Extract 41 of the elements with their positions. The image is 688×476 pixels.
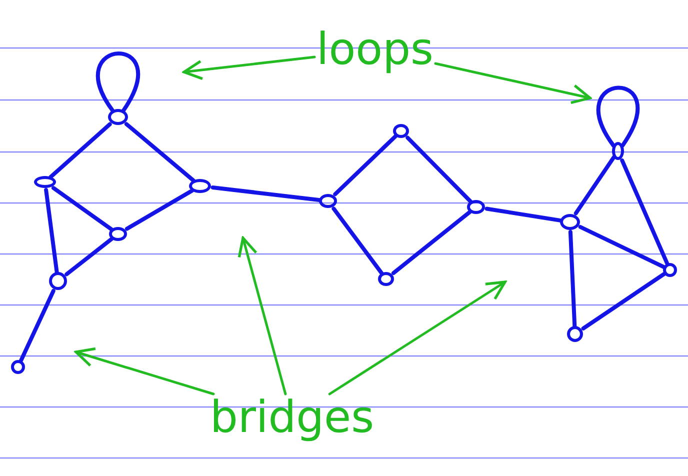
graph-edge (52, 186, 114, 232)
annotation-word: bridges (210, 396, 374, 440)
vertex-circle (49, 272, 67, 290)
graph-edge (574, 155, 616, 216)
leader-arrow (328, 280, 506, 396)
graph-edge (124, 188, 194, 231)
vertex-circle (560, 214, 580, 230)
leader-arrow (434, 62, 592, 104)
leader-arrow (182, 56, 316, 80)
vertex-circle (108, 109, 128, 125)
vertex-circle (319, 194, 337, 208)
annotation-word: loops (316, 28, 434, 72)
vertex-circle (612, 142, 624, 160)
graph-edge (44, 188, 59, 274)
graph-edge (406, 136, 473, 204)
vertex-circle (11, 360, 25, 374)
graph-edge (48, 122, 112, 179)
vertex-circle (467, 200, 485, 214)
vertex-circle (34, 176, 56, 188)
vertex-circle (567, 326, 583, 342)
graph-edge (333, 134, 398, 196)
graph-edge (64, 236, 114, 276)
graph-edge (124, 122, 196, 182)
graph-edge (581, 272, 666, 330)
self-loop (96, 51, 140, 112)
leader-arrow (238, 236, 287, 396)
graph-edge (18, 288, 56, 363)
vertex-circle (663, 263, 677, 277)
vertex-circle (378, 272, 394, 286)
vertex-circle (189, 179, 211, 193)
graph-edge (391, 210, 472, 276)
graph-edge (332, 206, 384, 276)
graph-edge (568, 230, 577, 328)
graph-edge (210, 186, 322, 202)
graph-edge (578, 225, 666, 269)
graph-edge (484, 206, 562, 222)
graph-edge (620, 158, 670, 266)
vertex-circle (393, 124, 409, 138)
leader-arrow (74, 347, 215, 396)
self-loop (596, 86, 640, 148)
vertex-circle (109, 227, 127, 241)
